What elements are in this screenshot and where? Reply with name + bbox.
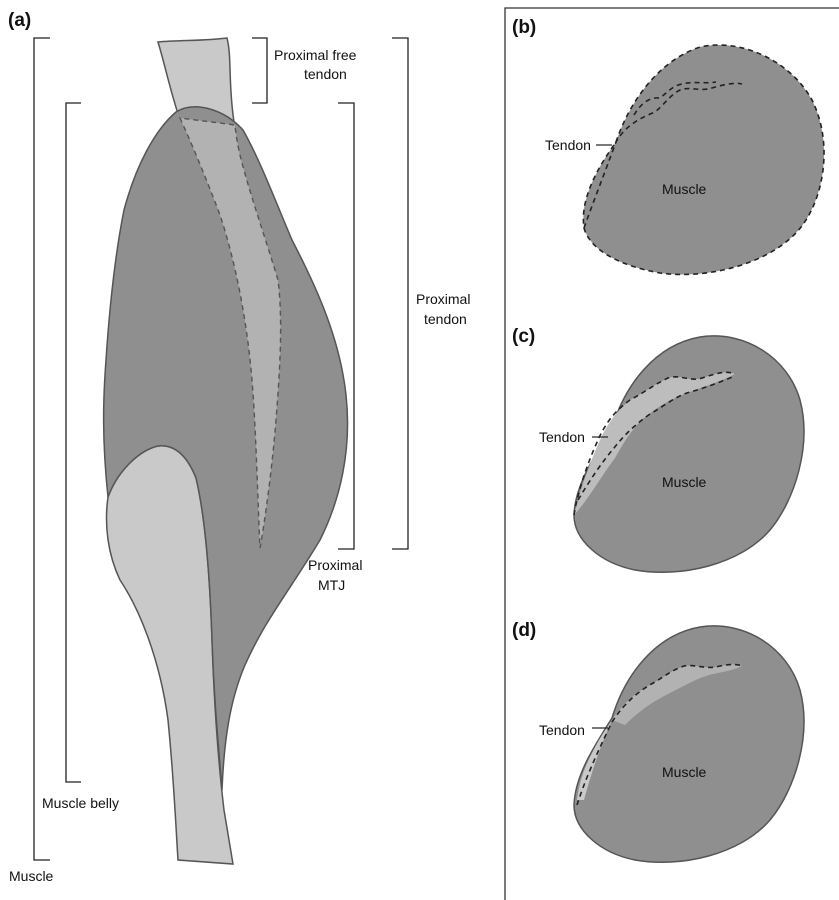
panel-a-label: (a) — [8, 10, 31, 31]
panel-d: (d) Tendon Muscle — [512, 620, 804, 862]
panel-c-label: (c) — [512, 326, 535, 347]
label-muscle: Muscle — [9, 868, 54, 884]
label-proximal-mtj-1: Proximal — [308, 557, 362, 573]
label-proximal-free-tendon-2: tendon — [304, 66, 347, 82]
bracket-proximal-tendon — [392, 38, 408, 549]
label-proximal-mtj-2: MTJ — [318, 577, 345, 593]
label-b-tendon: Tendon — [545, 137, 591, 153]
panel-c: (c) Tendon Muscle — [512, 326, 804, 572]
label-b-muscle: Muscle — [662, 181, 707, 197]
bracket-proximal-free-tendon — [252, 38, 267, 103]
label-c-muscle: Muscle — [662, 474, 707, 490]
bracket-muscle-belly — [66, 103, 81, 782]
label-proximal-tendon-1: Proximal — [416, 291, 470, 307]
bracket-muscle — [34, 38, 50, 860]
label-d-muscle: Muscle — [662, 764, 707, 780]
label-proximal-free-tendon-1: Proximal free — [274, 47, 357, 63]
cross-section-b-muscle — [583, 45, 824, 274]
label-proximal-tendon-2: tendon — [424, 311, 467, 327]
panel-d-label: (d) — [512, 620, 536, 641]
panel-b: (b) Tendon Muscle — [512, 17, 824, 274]
label-muscle-belly: Muscle belly — [42, 795, 119, 811]
cross-section-d-muscle — [574, 626, 804, 862]
panel-b-label: (b) — [512, 17, 536, 38]
label-d-tendon: Tendon — [539, 722, 585, 738]
label-c-tendon: Tendon — [539, 429, 585, 445]
panel-a: (a) Proximal free tendon Proximal tendon… — [8, 10, 470, 884]
